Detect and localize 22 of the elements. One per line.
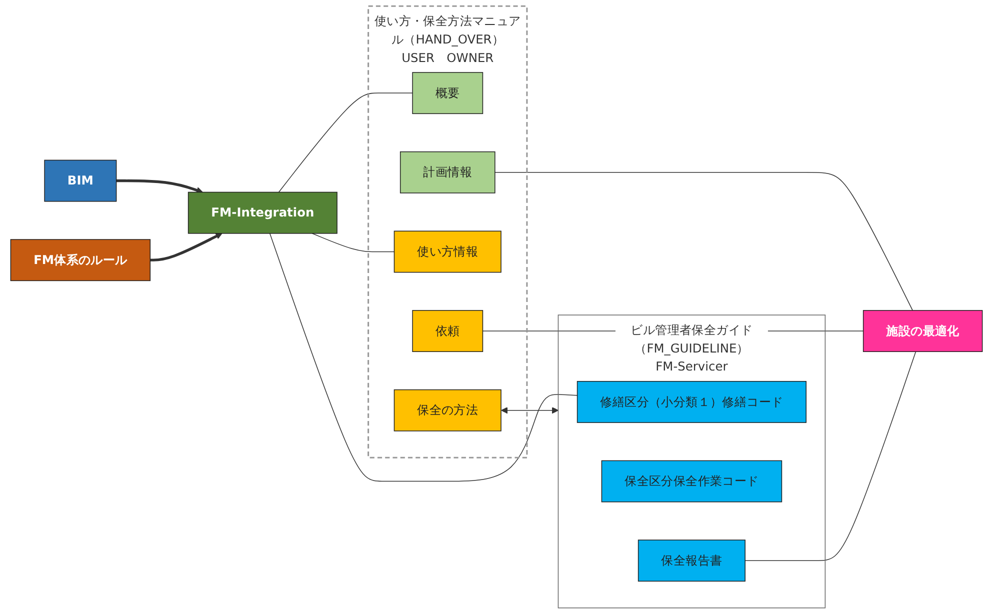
- node-label: USER OWNER: [402, 50, 494, 65]
- node-label: FM-Servicer: [656, 359, 728, 374]
- node-box: 修繕区分（小分類１）修繕コード: [576, 380, 806, 423]
- arrow: [501, 407, 559, 414]
- node-box: 施設の最適化: [862, 310, 983, 352]
- node-box: 計画情報: [400, 151, 496, 194]
- connector: [744, 351, 916, 561]
- connector: [494, 172, 913, 311]
- connector: [312, 233, 395, 252]
- node-box: BIM: [44, 160, 117, 202]
- node-box: 保全の方法: [394, 389, 502, 432]
- node-box: 保全報告書: [638, 540, 746, 582]
- connector: [269, 233, 578, 482]
- node-box: 使い方情報: [394, 230, 502, 273]
- arrow: [116, 179, 203, 194]
- node-box: FM-Integration: [188, 192, 338, 234]
- node-box: 概要: [412, 72, 484, 114]
- node-box: FM体系のルール: [10, 239, 151, 282]
- node-box: 保全区分保全作業コード: [601, 460, 782, 502]
- arrow: [150, 233, 222, 262]
- connector: [278, 92, 413, 193]
- node-box: 依頼: [412, 310, 484, 352]
